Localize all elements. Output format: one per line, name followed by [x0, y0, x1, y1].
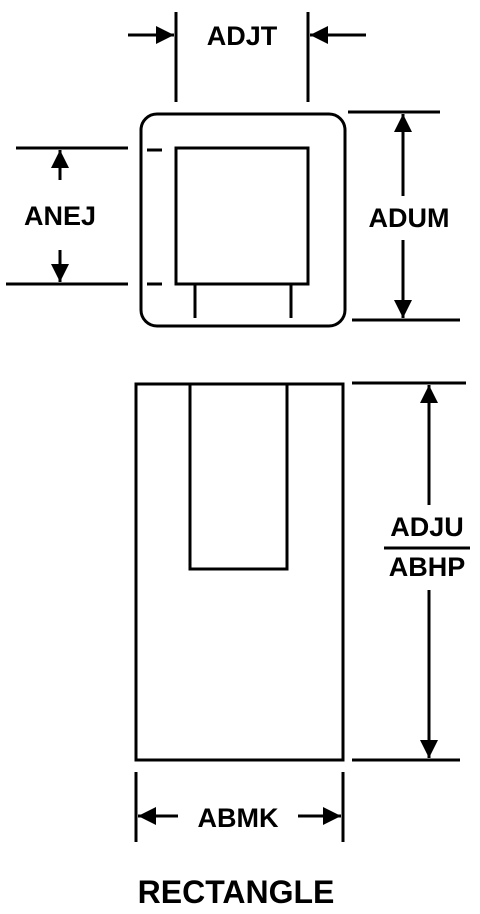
label-abhp: ABHP: [389, 552, 466, 582]
label-adum: ADUM: [369, 203, 450, 233]
top-view-inner-square: [174, 146, 310, 286]
label-anej: ANEJ: [24, 201, 96, 231]
label-adjt: ADJT: [207, 21, 278, 51]
label-abmk: ABMK: [198, 803, 279, 833]
label-adju: ADJU: [390, 512, 464, 542]
caption: RECTANGLE: [138, 874, 335, 910]
side-view-slot: [188, 384, 289, 571]
side-view-body: [134, 382, 345, 762]
top-view-outer-outline: [139, 112, 347, 328]
